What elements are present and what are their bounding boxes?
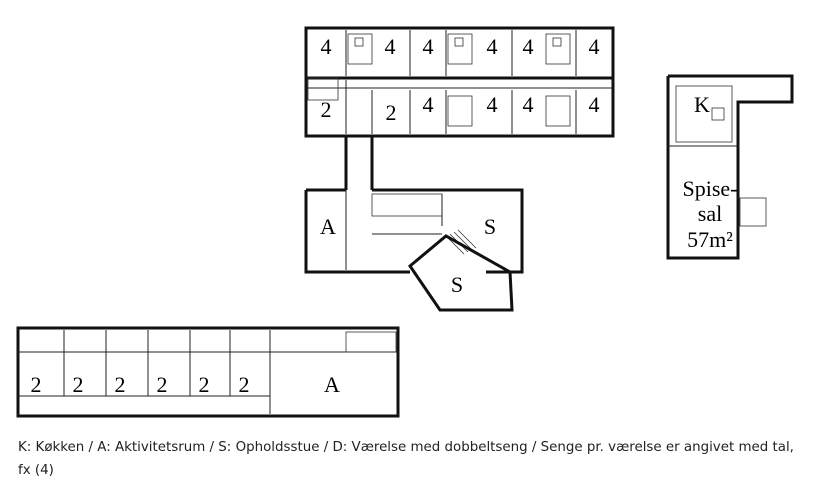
room-label-bottom-5: 2 [199, 372, 210, 397]
room-label-top-1: 4 [321, 34, 332, 59]
dining-building [666, 74, 794, 260]
room-label-second-3: 4 [423, 92, 434, 117]
room-label-bottom-3: 2 [115, 372, 126, 397]
room-label-lounge-upper: S [484, 214, 496, 239]
room-label-second-6: 4 [589, 92, 600, 117]
room-label-bottom-4: 2 [157, 372, 168, 397]
room-label-second-2: 2 [386, 100, 397, 125]
room-label-kitchen: K [694, 92, 710, 117]
room-label-bottom-2: 2 [73, 372, 84, 397]
floor-plan: 4 4 4 4 4 4 2 2 4 4 4 4 A S S K Spise- s… [16, 26, 794, 418]
room-label-top-4: 4 [487, 34, 498, 59]
room-label-second-5: 4 [523, 92, 534, 117]
room-label-activity-upper: A [320, 214, 336, 239]
room-label-bottom-6: 2 [239, 372, 250, 397]
room-label-dining-area: 57m² [687, 227, 733, 252]
room-label-top-5: 4 [523, 34, 534, 59]
room-label-second-1: 2 [321, 97, 332, 122]
room-label-top-6: 4 [589, 34, 600, 59]
middle-block [304, 188, 524, 312]
room-label-dining-1: Spise- [683, 176, 738, 201]
lower-wing [16, 326, 400, 418]
room-label-lounge-lower: S [451, 272, 463, 297]
upper-wing [304, 26, 615, 190]
legend-caption: K: Køkken / A: Aktivitetsrum / S: Ophold… [18, 440, 794, 478]
room-label-bottom-1: 2 [31, 372, 42, 397]
room-label-top-2: 4 [385, 34, 396, 59]
room-label-dining-2: sal [698, 201, 722, 226]
room-label-second-4: 4 [487, 92, 498, 117]
room-label-activity-lower: A [324, 372, 340, 397]
room-label-top-3: 4 [423, 34, 434, 59]
room-labels: 4 4 4 4 4 4 2 2 4 4 4 4 A S S K Spise- s… [31, 34, 738, 397]
